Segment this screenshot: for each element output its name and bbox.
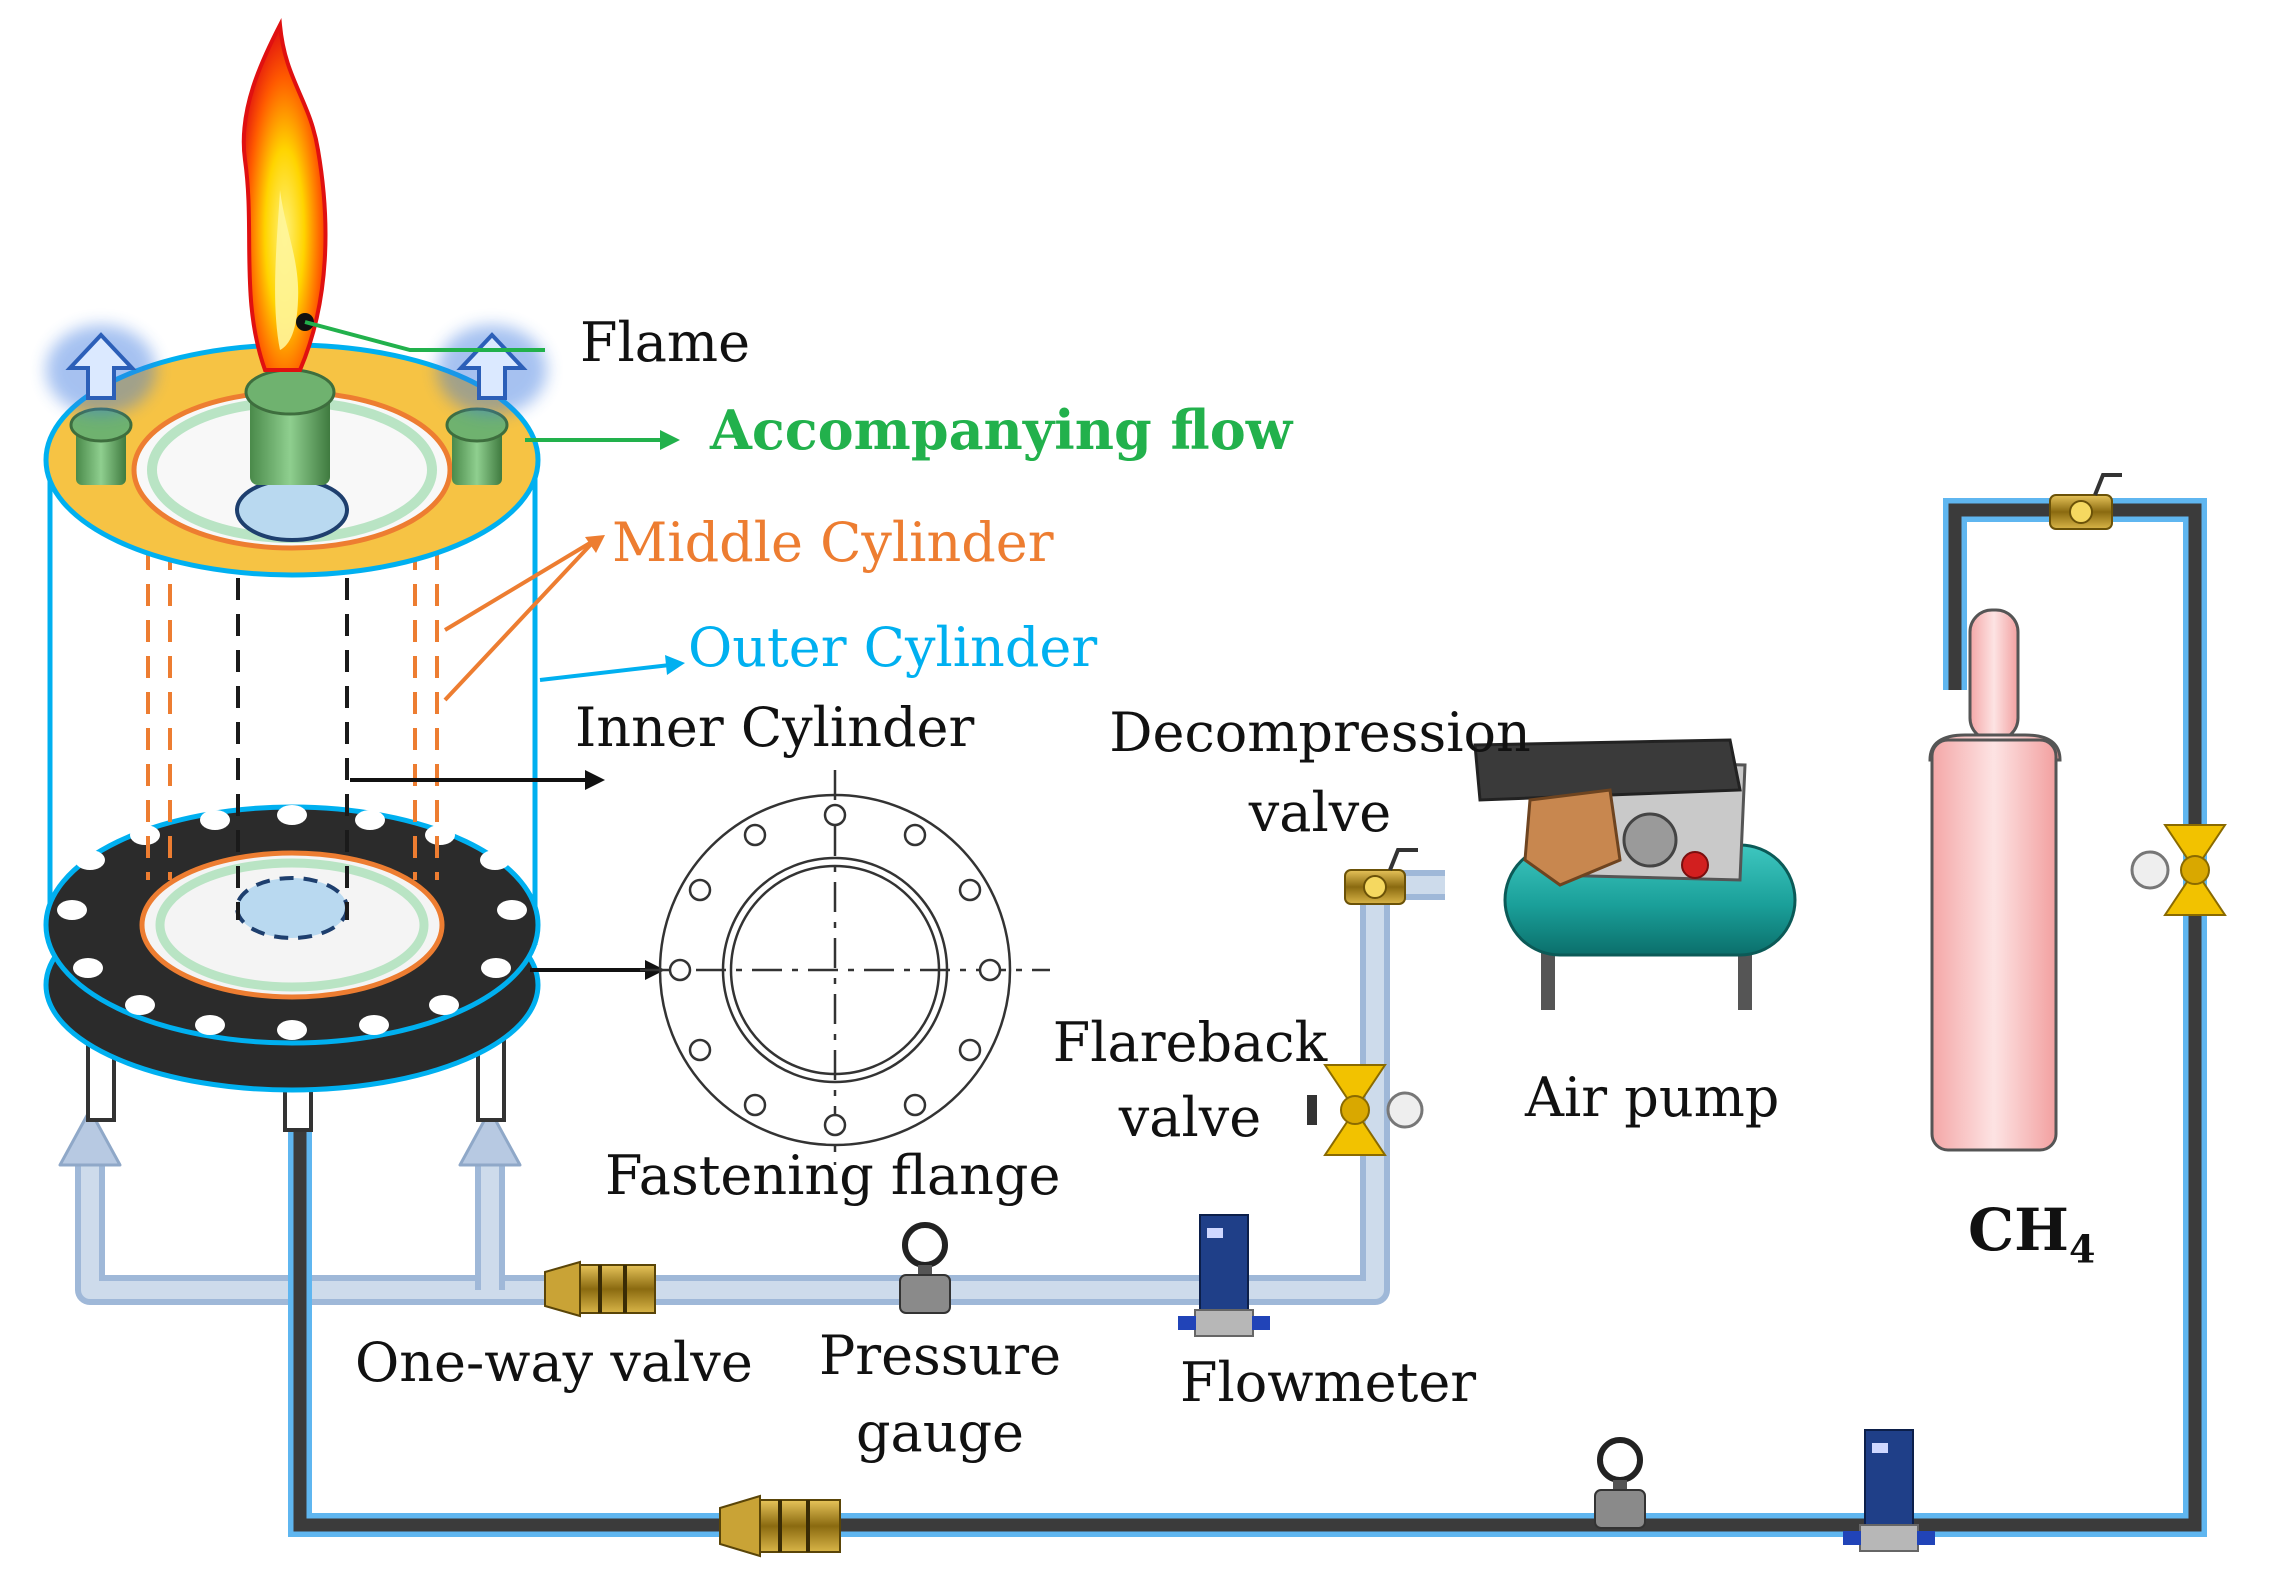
- leader-lines: [304, 320, 685, 980]
- flowmeter-icon: [1178, 1214, 1270, 1337]
- ch4-decompression-valve-icon: [2049, 473, 2122, 530]
- outer-cylinder-label: Outer Cylinder: [688, 616, 1098, 679]
- one-way-valve-label: One-way valve: [355, 1331, 753, 1394]
- ch4-valve-icon: [2130, 824, 2227, 916]
- ch4-label-main: CH: [1968, 1196, 2069, 1264]
- decompression-valve-label-line1: Decompression: [1109, 701, 1531, 764]
- flowmeter-icon: [1843, 1429, 1935, 1552]
- flareback-valve-label-line2: valve: [1118, 1086, 1262, 1149]
- ch4-label-subscript: 4: [2068, 1226, 2096, 1272]
- nozzle-icon: [69, 368, 509, 485]
- flareback-valve-icon: [1307, 1064, 1424, 1156]
- flange-drawing: [640, 770, 1050, 1165]
- pressure-gauge-label-line2: gauge: [855, 1401, 1025, 1464]
- pressure-gauge-label-line1: Pressure: [818, 1324, 1062, 1387]
- air-pump-label: Air pump: [1525, 1066, 1780, 1129]
- gas-line: [288, 498, 2207, 1537]
- one-way-valve-icon: [544, 1260, 656, 1318]
- base-bolt-holes: [57, 805, 527, 1040]
- flame-label: Flame: [580, 311, 751, 374]
- burner-assembly: [43, 17, 547, 1132]
- one-way-valve-icon: [719, 1494, 841, 1558]
- gauge-icon: [899, 1222, 951, 1314]
- gas-cylinder-icon: [1928, 608, 2062, 1152]
- decompression-valve-label-line2: valve: [1248, 781, 1392, 844]
- middle-cylinder-label: Middle Cylinder: [612, 511, 1054, 574]
- inner-cylinder-label: Inner Cylinder: [575, 696, 975, 759]
- up-arrow-icon: [46, 325, 547, 415]
- gauge-icon: [1594, 1437, 1646, 1529]
- fastening-flange-label: Fastening flange: [605, 1144, 1061, 1207]
- flareback-valve-label-line1: Flareback: [1052, 1011, 1328, 1074]
- flame-icon: [241, 17, 328, 372]
- decompression-valve-icon: [1344, 848, 1418, 905]
- accompanying-flow-label: Accompanying flow: [710, 398, 1293, 462]
- flowmeter-label: Flowmeter: [1180, 1351, 1477, 1414]
- ch4-label: CH4: [1968, 1200, 2095, 1269]
- air-pump-icon: [1473, 738, 1797, 1010]
